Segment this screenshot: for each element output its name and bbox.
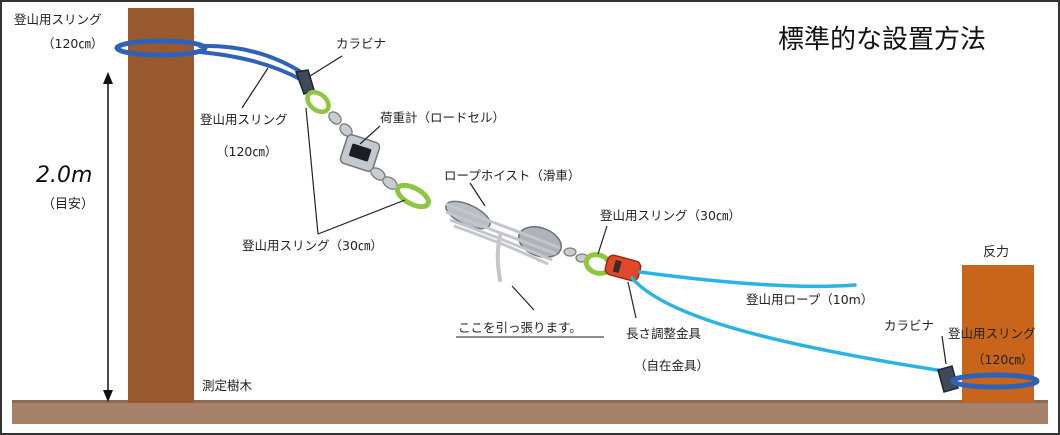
height-arrow xyxy=(103,72,113,402)
label-sling-left-top: 登山用スリング xyxy=(14,12,102,27)
label-rope: 登山用ロープ（10m） xyxy=(746,292,873,307)
label-carabiner-right: カラビナ xyxy=(884,318,934,333)
label-sling-right: 登山用スリング xyxy=(948,326,1036,341)
height-value: 2.0m xyxy=(36,163,92,188)
carabiner-right-icon xyxy=(937,365,959,393)
rope-10m xyxy=(630,270,952,374)
reaction-post xyxy=(962,265,1034,402)
label-sling-30-left: 登山用スリング（30㎝） xyxy=(242,238,383,253)
green-sling-middle xyxy=(395,182,431,210)
sling-120-blue xyxy=(198,43,306,82)
ground xyxy=(12,402,1048,424)
label-load-cell: 荷重計（ロードセル） xyxy=(380,110,505,125)
label-tree: 測定樹木 xyxy=(202,378,253,393)
pull-rope xyxy=(495,234,502,282)
label-adjuster-note: （自在金具） xyxy=(634,358,709,373)
tree-trunk xyxy=(128,8,194,403)
label-sling-left-top-size: （120㎝） xyxy=(42,36,103,51)
height-note: （目安） xyxy=(42,197,94,212)
label-carabiner-top: カラビナ xyxy=(336,36,386,51)
pulley-icon xyxy=(445,200,562,266)
label-adjuster: 長さ調整金具 xyxy=(626,326,702,341)
leader-lines xyxy=(241,55,947,365)
label-rope-hoist: ロープホイスト（滑車） xyxy=(444,168,580,183)
post-sling-loop xyxy=(950,372,1040,390)
title: 標準的な設置方法 xyxy=(778,25,986,55)
label-sling-120: 登山用スリング xyxy=(200,112,288,127)
label-sling-120-size: （120㎝） xyxy=(216,144,277,159)
label-sling-30-right: 登山用スリング（30㎝） xyxy=(600,208,741,223)
adjuster-icon xyxy=(604,254,642,282)
label-pull-here: ここを引っ張ります。 xyxy=(458,320,582,335)
label-sling-right-size: （120㎝） xyxy=(972,352,1033,367)
green-sling-top xyxy=(305,89,331,115)
label-reaction: 反力 xyxy=(983,245,1009,260)
tree-sling-loop xyxy=(114,38,208,58)
ground-top-line xyxy=(12,400,1048,403)
load-cell-icon xyxy=(339,134,381,172)
